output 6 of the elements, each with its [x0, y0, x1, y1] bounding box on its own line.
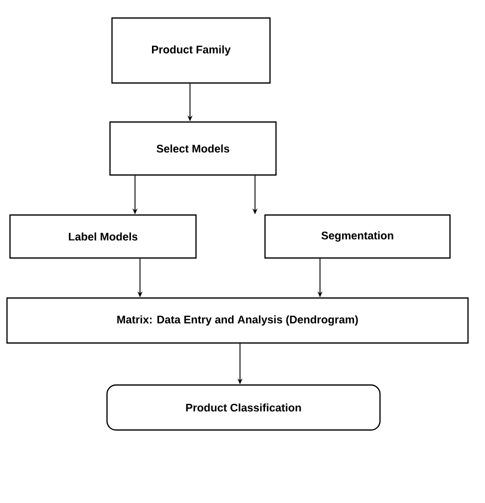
process-box: Segmentation: [264, 214, 451, 259]
process-box: Label Models: [9, 214, 197, 259]
process-box: Select Models: [109, 121, 277, 176]
process-box: Matrix: Data Entry and Analysis (Dendrogram): [6, 297, 469, 344]
process-box: Product Family: [111, 17, 271, 84]
terminal-box: Product Classification: [106, 384, 381, 431]
